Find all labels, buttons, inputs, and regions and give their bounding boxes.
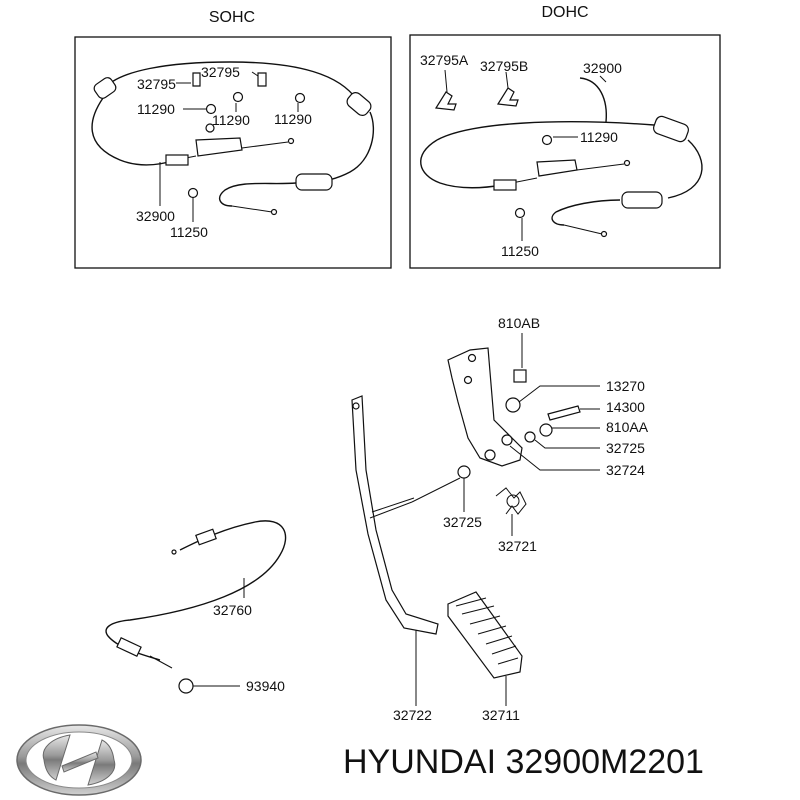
dohc-adjuster — [493, 179, 517, 191]
sohc-title: SOHC — [209, 9, 255, 26]
dohc-label-32795b: 32795B — [480, 58, 528, 74]
sohc-end-ball — [270, 208, 278, 216]
dohc-sleeve-lower — [621, 191, 663, 209]
sohc-label-11290-a: 11290 — [137, 101, 175, 117]
pedal-arm — [351, 395, 439, 635]
label-32760: 32760 — [213, 602, 252, 618]
sohc-bolt-3 — [205, 103, 217, 115]
label-810ab: 810AB — [498, 315, 540, 331]
sohc-sleeve-lower — [295, 173, 333, 191]
dohc-cable-right — [667, 139, 703, 199]
pedal-pad-ribs — [455, 597, 519, 665]
pedal-assembly: 810AB 13270 14300 810AA 32725 32724 3272… — [105, 315, 649, 723]
part-32725-bushing-top — [524, 431, 536, 443]
pedal-arm-hook — [352, 402, 360, 410]
dohc-label-11290: 11290 — [580, 129, 618, 145]
dohc-rod-end — [623, 159, 631, 167]
sohc-label-32900: 32900 — [136, 208, 175, 224]
cable-end-rod — [149, 655, 173, 669]
cable-clip — [195, 528, 217, 546]
dohc-sleeve-top — [653, 115, 689, 143]
cable-tip — [171, 549, 177, 555]
pivot-rod — [369, 497, 415, 519]
sohc-leader-2 — [251, 71, 259, 77]
sohc-label-11290-b: 11290 — [212, 112, 250, 128]
cable-adjuster — [116, 637, 142, 657]
leader-32725-top — [534, 439, 600, 449]
leader-13270 — [518, 385, 600, 403]
bracket-hole-pivot — [484, 449, 496, 461]
sohc-bolt-4 — [205, 123, 215, 133]
label-32724: 32724 — [606, 462, 645, 478]
sohc-clip-2 — [257, 72, 267, 87]
label-32725: 32725 — [443, 514, 482, 530]
label-32721: 32721 — [498, 538, 537, 554]
dohc-leader-2 — [505, 71, 509, 89]
sohc-cable — [91, 97, 177, 166]
label-14300: 14300 — [606, 399, 645, 415]
part-caption: HYUNDAI 32900M2201 — [343, 743, 704, 781]
label-32711: 32711 — [482, 707, 520, 723]
sohc-clip-1 — [192, 72, 201, 87]
dohc-label-11250: 11250 — [501, 243, 539, 259]
sohc-sleeve-right — [346, 92, 372, 116]
dohc-cable-drop — [579, 77, 607, 123]
dohc-leader-3 — [599, 75, 607, 83]
label-810aa: 810AA — [606, 419, 649, 435]
part-32721-coil — [506, 494, 520, 508]
dohc-label-32795a: 32795A — [420, 52, 469, 68]
throttle-cable-32760 — [105, 520, 287, 661]
sohc-panel: SOHC 32795 32795 112 — [74, 9, 392, 269]
label-32725-top: 32725 — [606, 440, 645, 456]
sohc-rod-end — [287, 137, 295, 145]
part-810ab-bolt — [513, 369, 527, 383]
part-32721-spring — [495, 487, 527, 515]
dohc-cable-top — [436, 121, 655, 141]
dohc-clamp — [514, 207, 526, 219]
sohc-sleeve-left — [93, 77, 117, 99]
dohc-cable-lower — [551, 199, 621, 226]
sohc-bracket — [195, 137, 243, 157]
leader-32724 — [509, 445, 600, 471]
dohc-clip-a — [434, 91, 457, 111]
sohc-label-11290-c: 11290 — [274, 111, 312, 127]
dohc-end-ball — [600, 230, 608, 238]
sohc-label-11250: 11250 — [170, 224, 208, 240]
part-32725-bushing — [457, 465, 471, 479]
dohc-title: DOHC — [541, 4, 588, 21]
sohc-clamp — [187, 187, 199, 199]
dohc-frame — [409, 34, 721, 269]
part-93940-grommet — [178, 678, 194, 694]
dohc-cable-left — [420, 139, 503, 189]
sohc-label-32795-b: 32795 — [201, 64, 240, 80]
part-14300-pin — [547, 405, 581, 421]
pedal-pad — [447, 591, 523, 679]
sohc-label-32795-a: 32795 — [137, 76, 176, 92]
sohc-frame — [74, 36, 392, 269]
sohc-end-rod — [231, 205, 273, 213]
label-32722: 32722 — [393, 707, 432, 723]
label-13270: 13270 — [606, 378, 645, 394]
dohc-leader-1 — [444, 69, 448, 93]
sohc-bolt-2 — [294, 92, 306, 104]
part-810aa-washer — [539, 423, 553, 437]
sohc-bolt-1 — [232, 91, 244, 103]
sohc-cable-upper — [102, 61, 358, 101]
bracket-hole-mid — [463, 375, 473, 385]
sohc-cable-lower — [218, 182, 297, 207]
leader-rod-bushing — [411, 477, 461, 503]
hyundai-logo-icon — [16, 724, 142, 796]
label-93940: 93940 — [246, 678, 285, 694]
dohc-end-rod — [563, 224, 603, 235]
dohc-bolt — [541, 134, 553, 146]
dohc-label-32900: 32900 — [583, 60, 622, 76]
bracket-hole-top — [467, 353, 477, 363]
bracket-hole-lower — [501, 434, 513, 446]
sohc-adjuster — [165, 154, 189, 166]
part-13270-nut — [505, 397, 521, 413]
dohc-panel: DOHC 32795A 32795B 32900 11290 11250 — [409, 4, 721, 269]
